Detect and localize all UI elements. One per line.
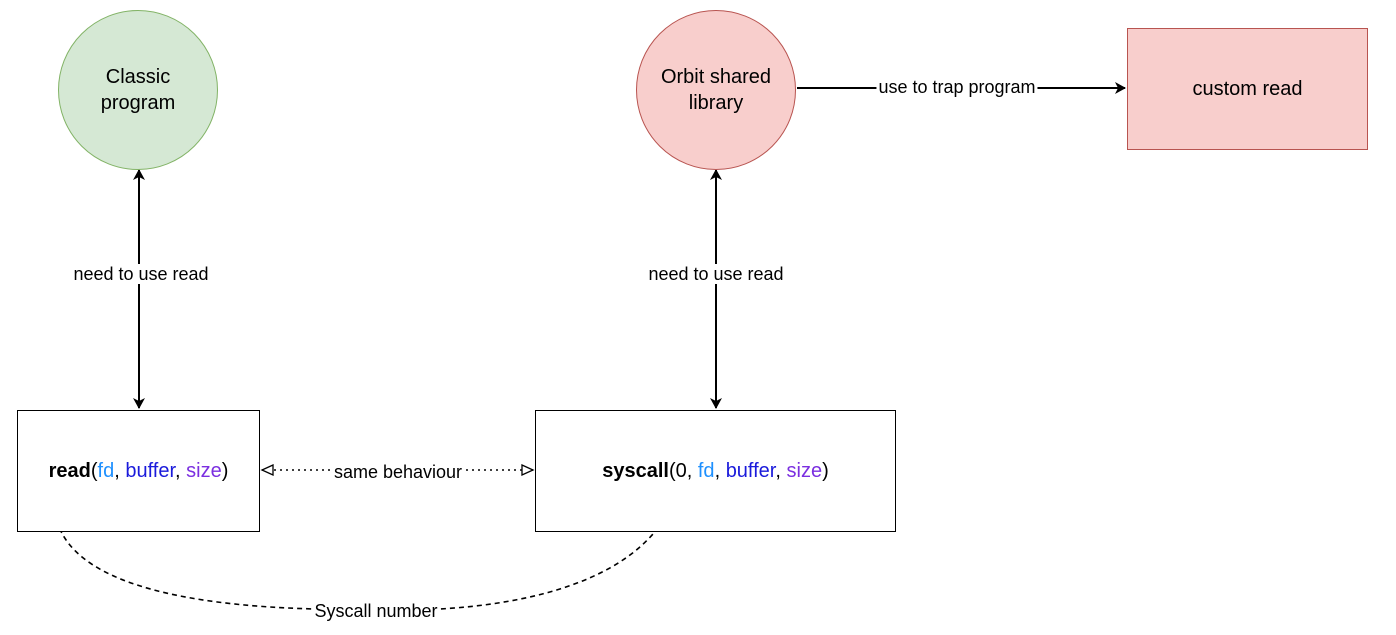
syscall-signature: syscall(0, fd, buffer, size) bbox=[602, 460, 829, 482]
syscall-fn-name: syscall bbox=[602, 460, 669, 482]
arg-size: size bbox=[786, 460, 823, 482]
arg-fd: fd bbox=[697, 460, 715, 482]
arg-buffer: buffer bbox=[125, 460, 176, 482]
label-classic-read: need to use read bbox=[71, 264, 211, 284]
label-same-behaviour: same behaviour bbox=[331, 462, 465, 482]
arg-size: size bbox=[186, 460, 222, 482]
label-orbit-syscall: need to use read bbox=[646, 264, 786, 284]
node-orbit-shared-library: Orbit shared library bbox=[636, 10, 796, 170]
arg-fd: fd bbox=[97, 460, 115, 482]
node-custom-read: custom read bbox=[1127, 28, 1368, 150]
node-syscall-call: syscall(0, fd, buffer, size) bbox=[535, 410, 896, 532]
label-orbit-custom: use to trap program bbox=[876, 77, 1038, 97]
read-fn-name: read bbox=[48, 460, 91, 482]
arg-buffer: buffer bbox=[725, 460, 776, 482]
read-signature: read(fd, buffer, size) bbox=[48, 460, 229, 482]
node-classic-program: Classic program bbox=[58, 10, 218, 170]
label-syscall-number: Syscall number bbox=[312, 601, 440, 621]
node-read-call: read(fd, buffer, size) bbox=[17, 410, 260, 532]
